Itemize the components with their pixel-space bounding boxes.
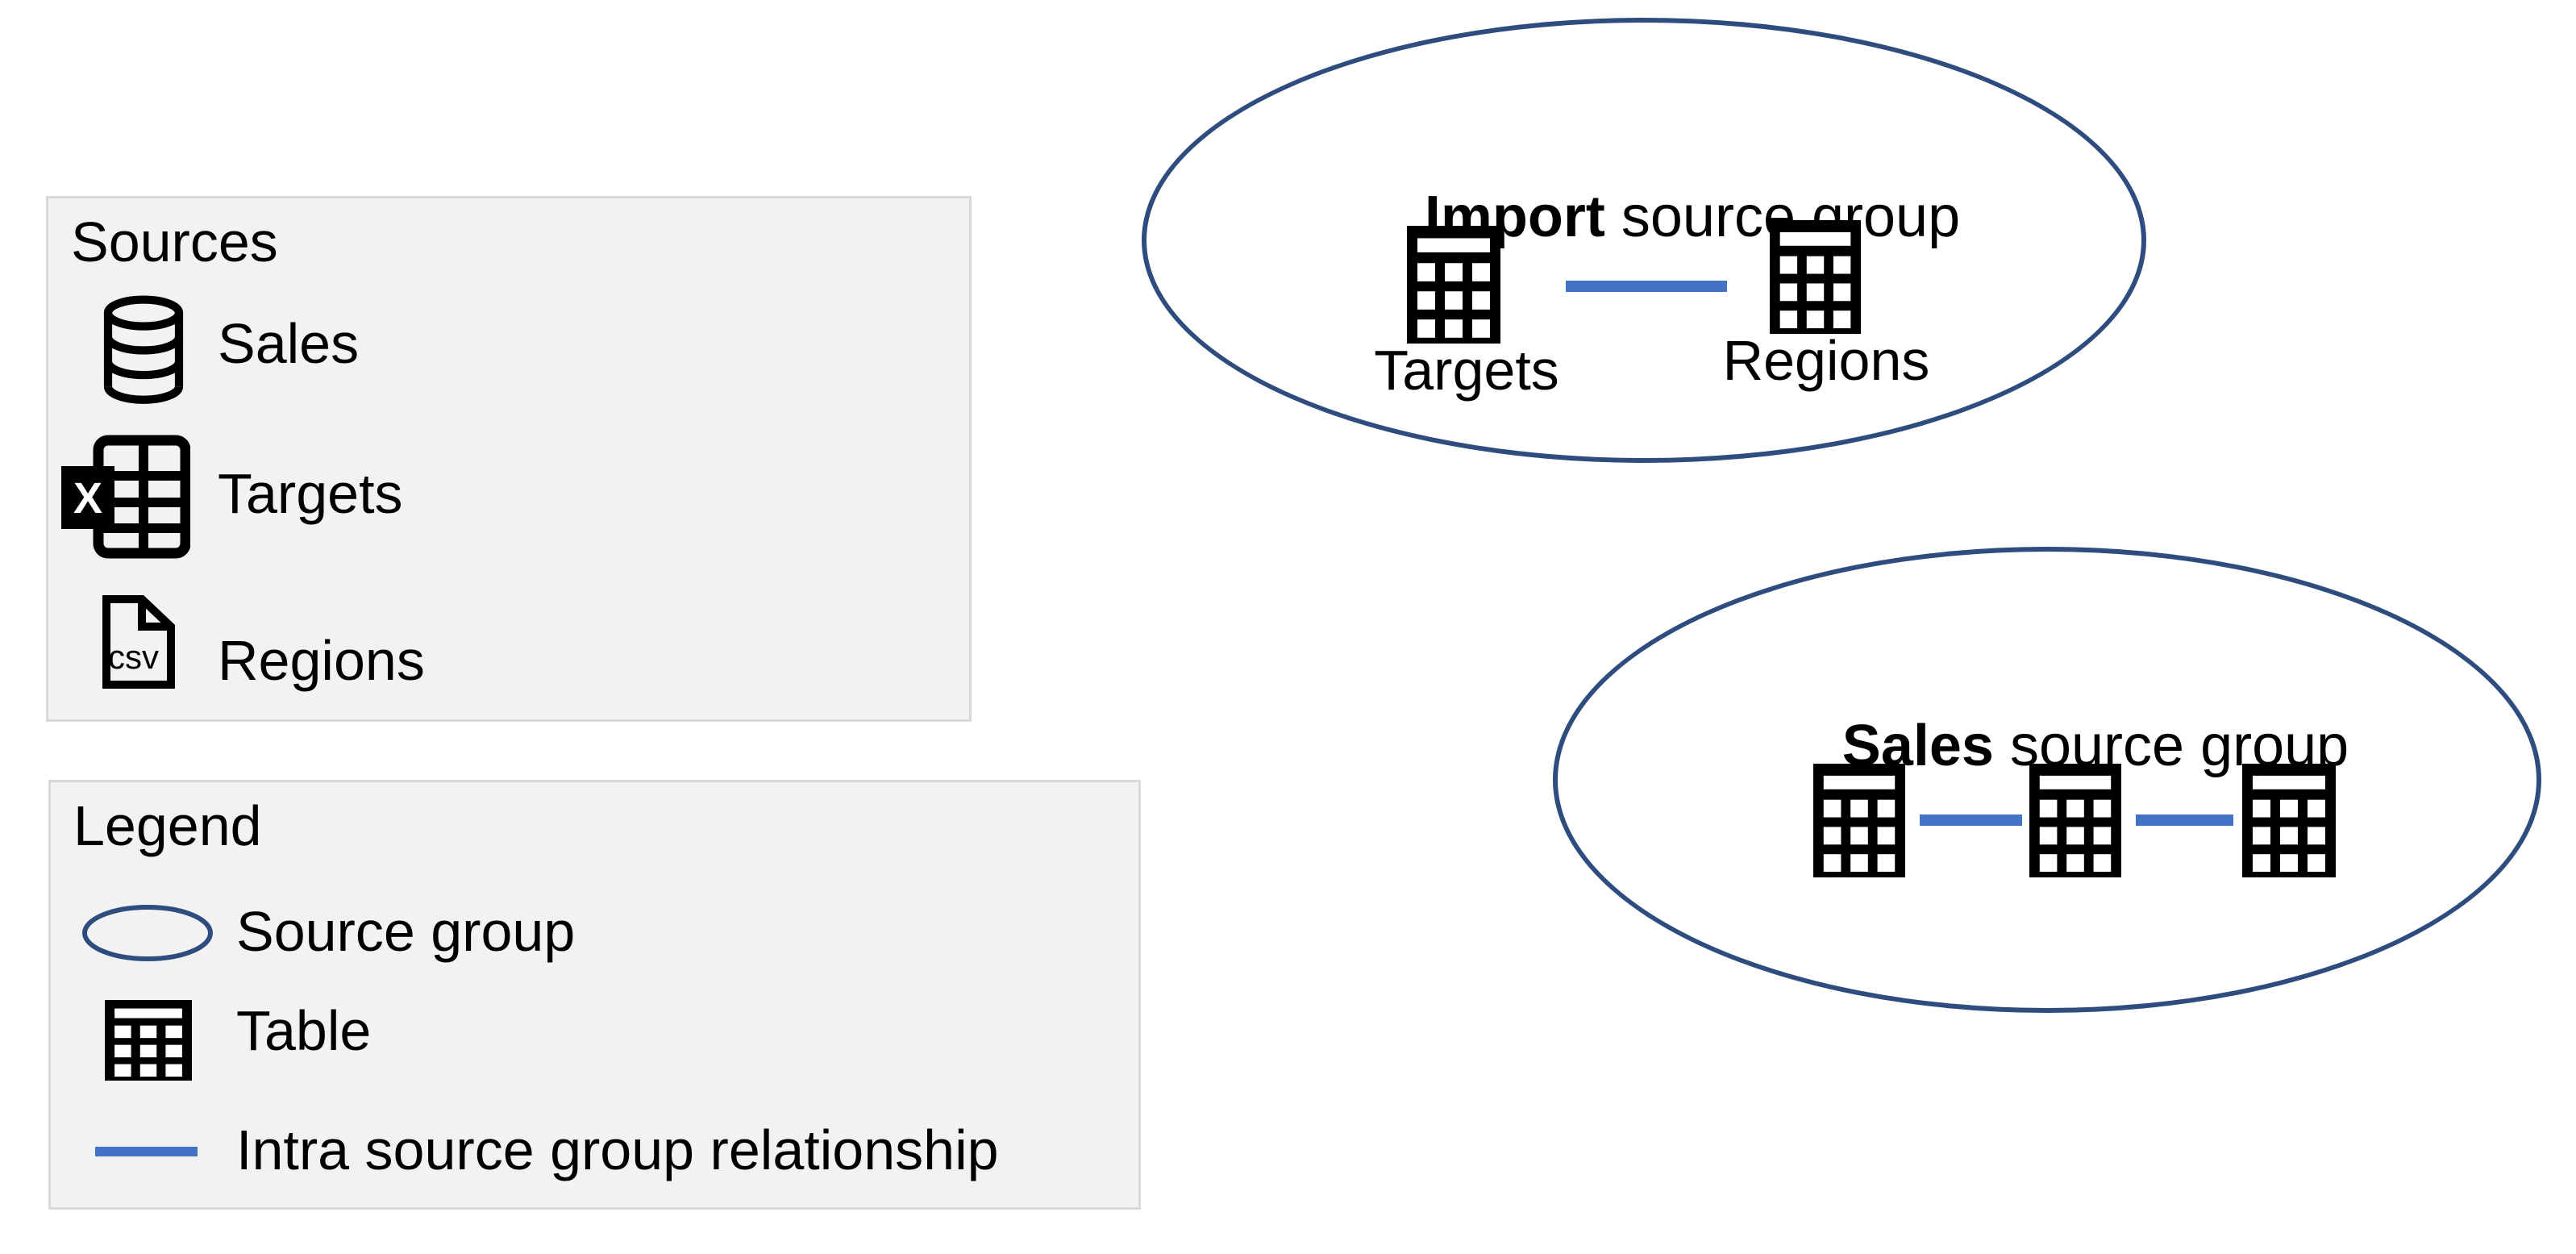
sources-panel-title: Sources xyxy=(71,210,278,273)
source-label-targets: Targets xyxy=(218,462,403,525)
import-group-title: Import source group xyxy=(1147,96,2141,338)
legend-label-table: Table xyxy=(236,999,372,1062)
legend-label-source-group: Source group xyxy=(236,900,576,963)
excel-x-letter: X xyxy=(73,474,102,523)
csv-letters: csv xyxy=(108,638,159,676)
relationship-line-icon xyxy=(95,1147,198,1156)
legend-label-relationship: Intra source group relationship xyxy=(236,1119,999,1181)
database-icon xyxy=(103,295,184,404)
intra-relationship-line xyxy=(1566,281,1727,292)
source-label-regions: Regions xyxy=(218,629,425,692)
excel-workbook-icon: X xyxy=(61,435,190,559)
import-source-group-ellipse: Import source group Targets Regions xyxy=(1142,18,2146,463)
csv-file-icon: csv xyxy=(102,595,175,689)
legend-panel: Legend Source group Table Intra source g… xyxy=(48,780,1141,1210)
sales-source-group-ellipse: Sales source group xyxy=(1553,547,2541,1013)
table-icon-1 xyxy=(1813,764,1905,877)
source-label-sales: Sales xyxy=(218,312,360,375)
intra-relationship-line-1 xyxy=(1920,814,2022,826)
table-label-regions: Regions xyxy=(1722,329,1930,392)
table-icon-2 xyxy=(2029,764,2121,877)
table-icon-3 xyxy=(2242,764,2336,877)
intra-relationship-line-2 xyxy=(2136,814,2233,826)
table-icon xyxy=(105,1000,192,1081)
table-icon-targets xyxy=(1407,226,1500,344)
sources-panel: Sources Sales X Targets xyxy=(46,196,972,722)
legend-panel-title: Legend xyxy=(73,794,262,857)
source-group-ellipse-icon xyxy=(82,905,213,961)
table-label-targets: Targets xyxy=(1374,339,1559,402)
table-icon-regions xyxy=(1770,220,1861,334)
